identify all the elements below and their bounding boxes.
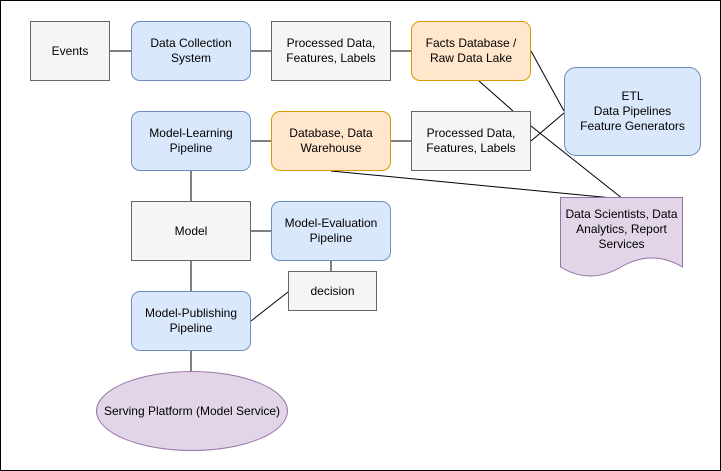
events-node[interactable]: Events <box>30 21 110 81</box>
model-learning-node[interactable]: Model-Learning Pipeline <box>131 111 251 171</box>
model-publishing-node[interactable]: Model-Publishing Pipeline <box>131 291 251 351</box>
edge-facts-processed-mid <box>478 80 514 112</box>
decision-node[interactable]: decision <box>288 271 377 311</box>
database-warehouse-node[interactable]: Database, Data Warehouse <box>271 111 391 171</box>
edge-processedmid-scientists <box>530 125 624 200</box>
facts-database-node[interactable]: Facts Database / Raw Data Lake <box>411 21 531 81</box>
model-node[interactable]: Model <box>131 201 251 261</box>
edge-facts-etl <box>530 50 565 112</box>
data-scientists-shape <box>560 197 683 277</box>
serving-platform-node[interactable]: Serving Platform (Model Service) <box>96 371 288 451</box>
model-evaluation-node[interactable]: Model-Evaluation Pipeline <box>271 201 391 261</box>
data-scientists-node[interactable]: Data Scientists, Data Analytics, Report … <box>565 206 678 251</box>
edge-publishing-decision <box>250 291 289 322</box>
processed-data-top-node[interactable]: Processed Data, Features, Labels <box>271 21 391 81</box>
data-collection-node[interactable]: Data Collection System <box>131 21 251 81</box>
etl-node[interactable]: ETL Data Pipelines Feature Generators <box>564 67 701 156</box>
processed-data-mid-node[interactable]: Processed Data, Features, Labels <box>411 111 531 171</box>
edge-database-scientists <box>330 170 624 200</box>
edge-processedmid-etl <box>530 112 565 142</box>
